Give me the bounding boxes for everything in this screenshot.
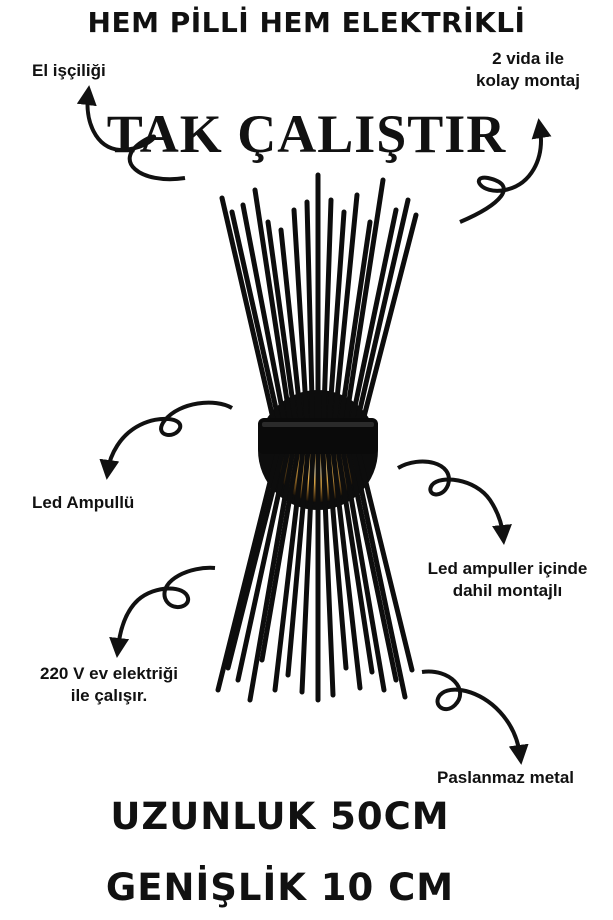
lamp-lower-rod — [345, 447, 399, 683]
feature-mounting-line1: 2 vida ile — [492, 49, 564, 68]
lamp-lower-rod — [225, 447, 286, 671]
lamp-lower-rod — [325, 447, 349, 671]
lamp-upper-rod — [355, 212, 419, 443]
lamp-upper-rod — [278, 227, 306, 443]
arrow-power-icon — [109, 565, 216, 658]
arrow-led-included-icon — [396, 459, 512, 545]
arrow-led-bulb-icon — [99, 400, 234, 480]
feature-led-included-label: Led ampuller içinde dahil montajlı — [405, 558, 610, 602]
arrow-mounting-icon — [459, 118, 552, 224]
lamp-upper-rod — [330, 192, 360, 443]
lamp-upper-rod — [320, 197, 334, 443]
headline: TAK ÇALIŞTIR — [106, 104, 507, 164]
lamp-lower-rod — [299, 447, 316, 695]
feature-led-included-line1: Led ampuller içinde — [427, 559, 588, 578]
lamp-ring-highlight — [262, 422, 374, 427]
feature-power-line2: ile çalışır. — [70, 686, 148, 705]
feature-power-label: 220 V ev elektriği ile çalışır. — [14, 663, 204, 707]
feature-mounting-label: 2 vida ile kolay montaj — [458, 48, 598, 92]
dimension-length: UZUNLUK 50CM — [110, 795, 450, 838]
lamp-upper-rod — [252, 187, 296, 443]
lamp-upper-rod — [265, 219, 301, 443]
lamp-upper-rod — [335, 219, 373, 443]
feature-stainless-label: Paslanmaz metal — [437, 768, 575, 787]
lamp-lower-rod — [350, 447, 408, 700]
dimension-width: GENİŞLİK 10 CM — [105, 866, 455, 909]
lamp-lower-rod — [320, 447, 336, 698]
lamp-lower-rod — [215, 447, 281, 693]
lamp-lower-rod — [259, 447, 301, 663]
lamp-lower-rod — [235, 447, 291, 683]
lamp-upper-rod — [240, 202, 291, 443]
lamp-lower-rod — [247, 447, 296, 703]
lamp-lower-rod — [340, 447, 387, 693]
lamp-upper-rod — [350, 197, 411, 443]
feature-led-included-line2: dahil montajlı — [452, 581, 563, 600]
feature-mounting-line2: kolay montaj — [476, 71, 580, 90]
feature-led-bulb-label: Led Ampullü — [32, 493, 135, 512]
lamp-upper-rod — [229, 209, 286, 443]
feature-power-line1: 220 V ev elektriği — [40, 664, 178, 683]
lamp-upper-rod — [304, 199, 316, 443]
lamp-upper-rod — [325, 209, 347, 443]
lamp-upper-rod — [340, 177, 386, 443]
lamp-lower-rod — [335, 447, 375, 675]
feature-handmade-label: El işçiliği — [32, 61, 106, 80]
lamp-upper-rod — [219, 195, 281, 443]
arrow-stainless-icon — [421, 669, 529, 765]
lamp-lower-rod — [272, 447, 306, 693]
lamp-upper-rod — [345, 207, 399, 443]
lamp-lower-rod — [355, 447, 415, 673]
arrow-handmade-icon — [76, 85, 186, 182]
lamp-lower-rod — [330, 447, 363, 691]
lamp-lower-rod — [285, 447, 311, 678]
page-title: HEM PİLLİ HEM ELEKTRİKLİ — [87, 6, 526, 39]
lamp-upper-rod — [291, 207, 311, 443]
lamp-rods — [215, 172, 419, 703]
